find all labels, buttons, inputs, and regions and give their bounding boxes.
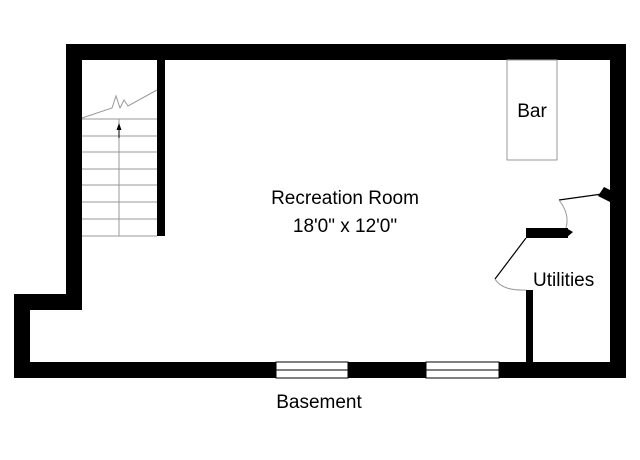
stair-break-line [81, 89, 158, 119]
window-left [275, 361, 349, 379]
north-wall [66, 44, 626, 60]
west-wall-upper [66, 44, 82, 310]
windows [275, 361, 500, 379]
utilities-top-door [558, 193, 603, 229]
window-right [425, 361, 500, 379]
floor-label: Basement [276, 392, 362, 413]
south-wall-right [499, 362, 626, 378]
door-jamb-left [566, 228, 573, 238]
utilities-wall-horizontal [526, 228, 568, 238]
stair-wall [157, 60, 165, 236]
recreation-room-dimensions: 18'0" x 12'0" [293, 216, 397, 237]
outer-walls [14, 44, 626, 378]
bar-label: Bar [517, 101, 547, 122]
staircase [81, 89, 158, 237]
west-step-wall [14, 294, 82, 310]
south-wall-middle [348, 362, 426, 378]
recreation-room-label: Recreation Room [271, 188, 419, 209]
utilities-side-door [494, 237, 527, 291]
west-wall-lower [14, 294, 30, 378]
doors [494, 193, 603, 291]
door-jamb-top [598, 187, 612, 202]
east-wall [610, 44, 626, 378]
south-wall-left [14, 362, 276, 378]
utilities-walls [526, 187, 612, 362]
bar-counter [506, 59, 558, 161]
utilities-label: Utilities [533, 270, 594, 291]
stair-direction-arrow-icon [116, 123, 122, 138]
utilities-wall-vertical [526, 290, 533, 362]
